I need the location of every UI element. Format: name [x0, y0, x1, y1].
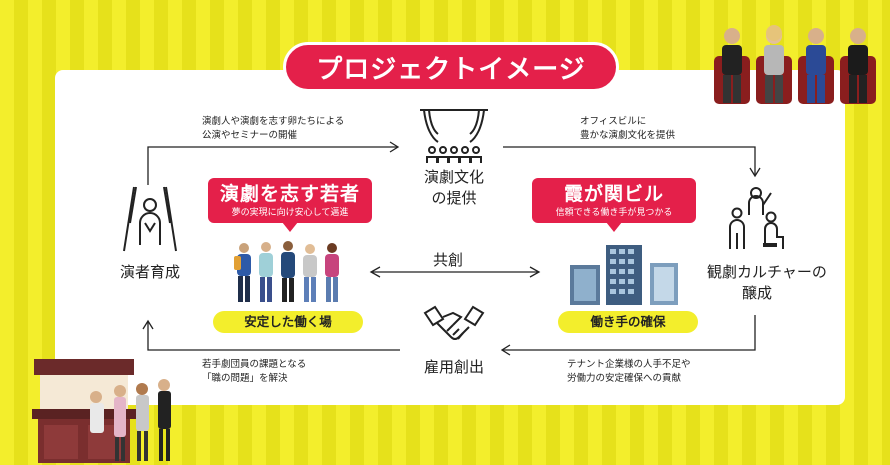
arrow-jobs-to-actor — [147, 322, 400, 351]
label-top-left-line2: 公演やセミナーの開催 — [202, 130, 298, 141]
buildings-illustration — [570, 245, 678, 305]
label-bottom-left-line2: 「職の問題」を解決 — [202, 373, 288, 384]
label-top-right: オフィスビルに 豊かな演劇文化を提供 — [580, 115, 675, 143]
callout-left-subtext: 夢の実現に向け安心して邁進 — [231, 208, 349, 218]
audience-watching-icon — [729, 187, 784, 249]
label-bottom-left: 若手劇団員の課題となる 「職の問題」を解決 — [202, 358, 306, 386]
callout-young-actors: 演劇を志す若者 夢の実現に向け安心して邁進 — [208, 178, 372, 232]
badge-stable-workplace: 安定した働く場 — [213, 311, 363, 333]
node-actor: 演者育成 — [119, 263, 180, 281]
audience-seated-illustration — [714, 25, 876, 104]
label-bottom-left-line1: 若手劇団員の課題となる — [202, 359, 307, 370]
young-people-illustration — [234, 241, 339, 302]
node-theater: 演劇文化 の提供 — [414, 167, 494, 209]
callout-right-heading: 霞が関ビル — [563, 183, 664, 205]
ticket-booth-illustration — [32, 359, 171, 463]
callout-left-heading: 演劇を志す若者 — [219, 183, 360, 205]
callout-left-tail — [282, 222, 298, 232]
node-theater-line2: の提供 — [431, 189, 477, 207]
handshake-icon — [423, 305, 485, 340]
label-top-left-line1: 演劇人や演劇を志す卵たちによる — [202, 116, 345, 127]
node-audience-line2: 醸成 — [741, 284, 772, 302]
label-top-right-line1: オフィスビルに — [580, 116, 647, 127]
node-jobs: 雇用創出 — [423, 358, 484, 376]
callout-right-subtext: 信頼できる働き手が見つかる — [555, 208, 673, 218]
label-bottom-right-line1: テナント企業様の人手不足や — [567, 359, 691, 370]
label-top-left: 演劇人や演劇を志す卵たちによる 公演やセミナーの開催 — [202, 115, 344, 143]
badge-secure-workers: 働き手の確保 — [558, 311, 698, 333]
callout-kasumigaseki-building: 霞が関ビル 信頼できる働き手が見つかる — [532, 178, 696, 232]
label-bottom-right: テナント企業様の人手不足や 労働力の安定確保への貢献 — [567, 358, 691, 386]
arrow-theater-to-audience — [503, 146, 756, 175]
node-audience: 観劇カルチャーの 醸成 — [707, 262, 827, 304]
theater-curtain-icon — [420, 109, 488, 163]
node-theater-line1: 演劇文化 — [423, 168, 484, 186]
label-cocreation: 共創 — [433, 251, 464, 269]
node-audience-line1: 観劇カルチャーの — [707, 263, 827, 281]
arrow-actor-to-theater — [147, 146, 397, 185]
callout-right-tail — [606, 222, 622, 232]
content-panel — [55, 70, 845, 405]
label-bottom-right-line2: 労働力の安定確保への貢献 — [567, 373, 682, 384]
page-title: プロジェクトイメージ — [283, 42, 619, 92]
label-top-right-line2: 豊かな演劇文化を提供 — [580, 130, 676, 141]
actor-spotlight-icon — [123, 186, 177, 252]
arrow-audience-to-jobs — [503, 315, 756, 351]
